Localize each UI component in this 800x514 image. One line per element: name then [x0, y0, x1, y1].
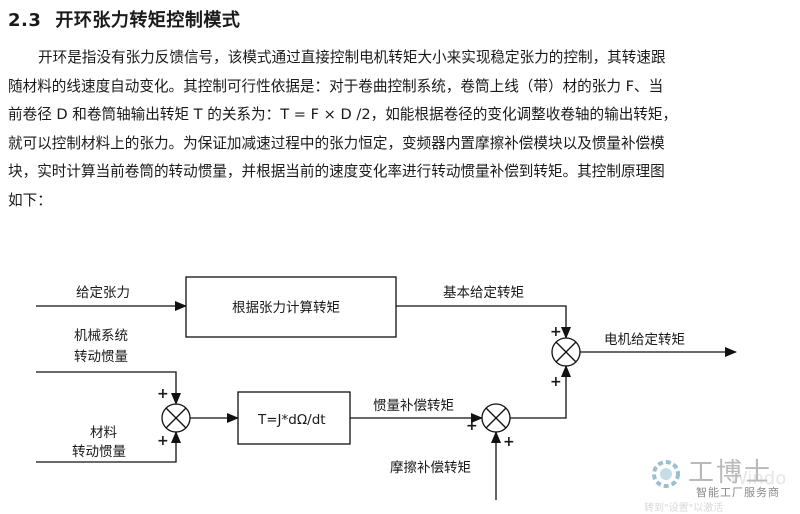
paragraph-line: 开环是指没有张力反馈信号，该模式通过直接控制电机转矩大小来实现稳定张力的控制，其…	[38, 49, 666, 66]
watermark-sub: 智能工厂服务商	[696, 486, 780, 499]
gear-icon	[652, 460, 680, 488]
material-inertia-label-1: 材料	[90, 425, 117, 441]
mech-inertia-line	[36, 371, 181, 405]
plus-sign: +	[157, 433, 169, 449]
plus-sign: +	[550, 324, 562, 340]
section-title: 开环张力转矩控制模式	[55, 10, 241, 31]
paragraph-line: 就可以控制材料上的张力。为保证加减速过程中的张力恒定，变频器内置摩擦补偿模块以及…	[8, 134, 665, 152]
paragraph-line: 块，实时计算当前卷筒的转动惯量，并根据当前的速度变化率进行转动惯量补偿到转矩。其…	[8, 163, 665, 181]
watermark-brand: 工博士	[688, 458, 773, 488]
motor-torque-label: 电机给定转矩	[604, 332, 685, 348]
body-paragraph: 开环是指没有张力反馈信号，该模式通过直接控制电机转矩大小来实现稳定张力的控制，其…	[8, 44, 800, 216]
paragraph-line: 如下：	[8, 191, 52, 209]
base-torque-line	[396, 305, 571, 339]
tension-calc-label: 根据张力计算转矩	[232, 300, 340, 316]
base-torque-label: 基本给定转矩	[443, 284, 524, 301]
plus-sign: +	[550, 374, 562, 390]
friction-comp-label: 摩擦补偿转矩	[390, 459, 471, 476]
plus-sign: +	[503, 434, 515, 450]
inertia-formula-label: T=J*dΩ/dt	[257, 412, 326, 428]
tension-calc-block	[185, 276, 397, 338]
paragraph-line: 随材料的线速度自动变化。其控制可行性依据是：对于卷曲控制系统，卷筒上线（带）材的…	[8, 77, 664, 95]
inertia-comp-label: 惯量补偿转矩	[373, 397, 454, 414]
watermark-ghost-text-2: 转到"设置"以激活	[644, 503, 724, 514]
mech-inertia-label-2: 转动惯量	[74, 348, 128, 365]
material-inertia-line	[36, 431, 181, 463]
section-heading: 2.3 开环张力转矩控制模式	[8, 6, 240, 32]
watermark-ghost-text: Windo	[730, 468, 787, 489]
given-tension-label: 给定张力	[76, 285, 130, 301]
mech-inertia-label-1: 机械系统	[74, 328, 128, 344]
material-inertia-label-2: 转动惯量	[72, 443, 126, 460]
comp-torque-line	[510, 365, 571, 419]
paragraph-line: 前卷径 D 和卷筒轴输出转矩 T 的关系为：T = F × D /2，如能根据卷…	[8, 106, 678, 124]
plus-sign: +	[157, 386, 169, 402]
watermark: Windo 工博士 智能工厂服务商 转到"设置"以激活	[644, 452, 794, 514]
section-number: 2.3	[8, 10, 42, 31]
plus-sign: +	[466, 418, 478, 434]
